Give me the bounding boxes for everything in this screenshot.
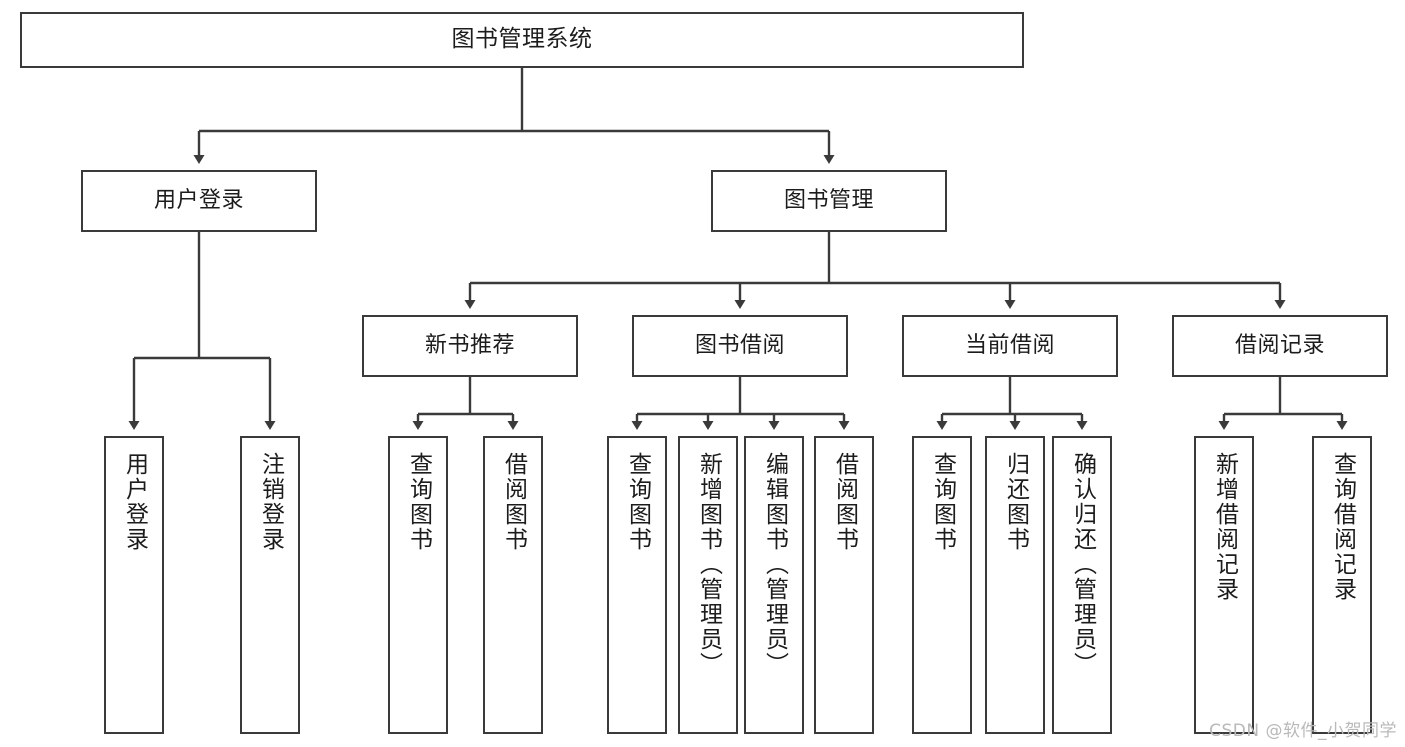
node-leaf-borrow-edit[interactable]: 编辑图书（管理员） xyxy=(744,436,804,734)
node-label: 编辑图书（管理员） xyxy=(761,452,788,677)
node-label: 当前借阅 xyxy=(964,333,1055,359)
node-newbook[interactable]: 新书推荐 xyxy=(362,315,578,377)
node-label: 查询图书 xyxy=(624,452,651,552)
node-current[interactable]: 当前借阅 xyxy=(902,315,1118,377)
node-label: 新增图书（管理员） xyxy=(695,452,722,677)
node-label: 借阅图书 xyxy=(831,452,858,552)
node-leaf-newbook-query[interactable]: 查询图书 xyxy=(388,436,448,734)
node-leaf-current-query[interactable]: 查询图书 xyxy=(912,436,972,734)
node-label: 查询图书 xyxy=(929,452,956,552)
node-leaf-current-confirm[interactable]: 确认归还（管理员） xyxy=(1052,436,1112,734)
node-bookmgmt[interactable]: 图书管理 xyxy=(711,170,947,232)
node-leaf-current-return[interactable]: 归还图书 xyxy=(985,436,1045,734)
node-leaf-records-query[interactable]: 查询借阅记录 xyxy=(1312,436,1372,734)
node-label: 用户登录 xyxy=(153,188,244,214)
node-label: 注销登录 xyxy=(257,452,284,552)
node-label: 用户登录 xyxy=(121,452,148,552)
node-label: 新书推荐 xyxy=(424,333,515,359)
node-label: 借阅记录 xyxy=(1234,333,1325,359)
node-label: 查询借阅记录 xyxy=(1329,452,1356,602)
node-label: 图书管理系统 xyxy=(451,26,593,53)
node-leaf-borrow-lend[interactable]: 借阅图书 xyxy=(814,436,874,734)
node-label: 借阅图书 xyxy=(500,452,527,552)
node-leaf-records-add[interactable]: 新增借阅记录 xyxy=(1194,436,1254,734)
node-label: 归还图书 xyxy=(1002,452,1029,552)
node-label: 确认归还（管理员） xyxy=(1069,452,1096,677)
node-leaf-newbook-borrow[interactable]: 借阅图书 xyxy=(483,436,543,734)
node-leaf-user-login[interactable]: 用户登录 xyxy=(104,436,164,734)
node-label: 新增借阅记录 xyxy=(1211,452,1238,602)
node-root[interactable]: 图书管理系统 xyxy=(20,12,1024,68)
node-leaf-borrow-query[interactable]: 查询图书 xyxy=(607,436,667,734)
node-login[interactable]: 用户登录 xyxy=(81,170,317,232)
node-borrow[interactable]: 图书借阅 xyxy=(632,315,848,377)
node-leaf-borrow-add[interactable]: 新增图书（管理员） xyxy=(678,436,738,734)
node-label: 图书借阅 xyxy=(694,333,785,359)
node-records[interactable]: 借阅记录 xyxy=(1172,315,1388,377)
node-leaf-user-logout[interactable]: 注销登录 xyxy=(240,436,300,734)
csdn-watermark: CSDN @软件_小贺同学 xyxy=(1209,721,1397,741)
node-label: 图书管理 xyxy=(783,188,874,214)
node-label: 查询图书 xyxy=(405,452,432,552)
